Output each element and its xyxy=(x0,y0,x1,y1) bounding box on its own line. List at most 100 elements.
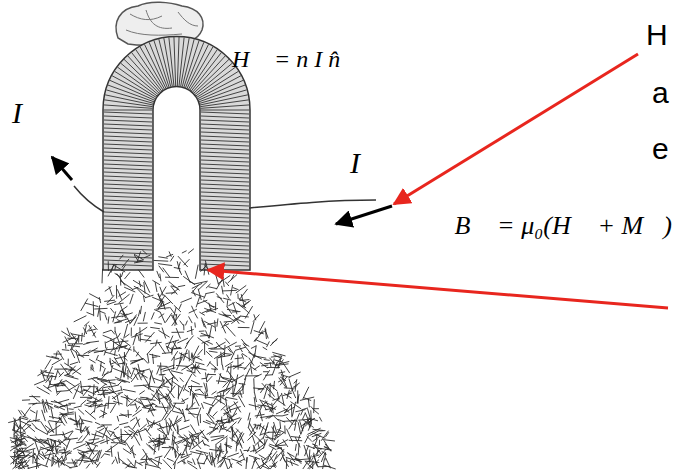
iron-filing xyxy=(22,399,30,400)
iron-filing xyxy=(204,453,211,465)
iron-filing xyxy=(162,352,172,354)
iron-filing xyxy=(78,409,84,415)
iron-filing xyxy=(272,398,280,400)
iron-filing xyxy=(89,359,95,363)
iron-filing xyxy=(99,297,101,303)
iron-filing xyxy=(303,419,314,427)
iron-filing xyxy=(207,322,216,324)
iron-filing xyxy=(100,440,109,444)
iron-filing xyxy=(74,423,84,425)
coil-core xyxy=(103,36,250,270)
iron-filing xyxy=(187,463,197,469)
iron-filing xyxy=(205,330,208,338)
coil-turn xyxy=(201,132,249,134)
iron-filing xyxy=(180,321,184,326)
coil-turn xyxy=(201,112,249,114)
iron-filing xyxy=(222,311,227,317)
iron-filing xyxy=(165,313,171,322)
iron-filing xyxy=(74,406,82,408)
iron-filing xyxy=(222,365,224,370)
iron-filing xyxy=(222,274,224,287)
iron-filing xyxy=(71,334,85,337)
iron-filing xyxy=(186,408,195,418)
iron-filing xyxy=(198,433,199,443)
iron-filing xyxy=(125,272,131,279)
iron-filing xyxy=(268,394,275,399)
iron-filing xyxy=(122,259,129,267)
coil-turn xyxy=(201,228,249,230)
coil-turn xyxy=(169,37,174,86)
iron-filing xyxy=(70,362,78,365)
iron-filing xyxy=(260,411,263,421)
iron-filing xyxy=(316,449,321,454)
iron-filing xyxy=(162,375,164,381)
iron-filing xyxy=(254,374,262,377)
iron-filing xyxy=(49,421,62,423)
iron-filing xyxy=(201,318,206,329)
iron-filing xyxy=(36,456,38,469)
iron-filing xyxy=(39,455,44,460)
coil-turn xyxy=(201,176,249,178)
iron-filing xyxy=(269,451,277,461)
iron-filing xyxy=(180,426,190,430)
iron-filing xyxy=(106,337,118,342)
iron-filing xyxy=(134,435,140,446)
iron-filing xyxy=(63,383,72,394)
iron-filing xyxy=(119,255,123,259)
iron-filing xyxy=(112,460,115,465)
iron-filing xyxy=(272,463,275,468)
iron-filing xyxy=(212,452,213,463)
iron-filing xyxy=(259,321,265,332)
iron-filing xyxy=(20,417,22,430)
iron-filing xyxy=(147,354,148,363)
iron-filing xyxy=(110,362,116,364)
coil-turn xyxy=(201,236,249,238)
iron-filing xyxy=(240,316,249,318)
iron-filing xyxy=(151,391,158,401)
iron-filing xyxy=(155,340,157,346)
iron-filing xyxy=(148,386,162,388)
iron-filing xyxy=(18,455,29,462)
iron-filing xyxy=(102,269,104,284)
iron-filing xyxy=(191,380,200,384)
iron-filing xyxy=(155,456,163,458)
iron-filing xyxy=(288,453,295,463)
iron-filing xyxy=(213,411,218,416)
iron-filing xyxy=(194,430,204,441)
iron-filing xyxy=(180,378,184,382)
iron-filing xyxy=(138,336,140,341)
coil-turn xyxy=(182,39,194,87)
iron-filing xyxy=(179,408,185,418)
iron-filing xyxy=(298,443,299,455)
coil-turn xyxy=(200,105,249,108)
iron-filing xyxy=(44,403,53,409)
iron-filing xyxy=(173,448,180,455)
iron-filing xyxy=(149,436,155,443)
iron-filing xyxy=(316,434,318,440)
iron-filing xyxy=(108,264,114,276)
iron-filing xyxy=(264,386,268,399)
iron-filing xyxy=(160,274,161,282)
iron-filing xyxy=(122,362,124,377)
iron-filing xyxy=(160,312,165,323)
iron-filing xyxy=(302,423,305,431)
iron-filing xyxy=(214,320,216,331)
iron-filing xyxy=(173,357,175,369)
iron-filing xyxy=(268,432,281,433)
iron-filing xyxy=(284,425,285,434)
iron-filing xyxy=(283,408,289,413)
iron-filing xyxy=(135,460,136,468)
iron-filing xyxy=(216,380,226,382)
iron-filing xyxy=(77,450,88,454)
iron-filing xyxy=(144,255,151,258)
iron-filing xyxy=(287,461,298,466)
iron-filing xyxy=(204,383,208,396)
iron-filing xyxy=(177,447,178,452)
iron-filing xyxy=(81,400,87,405)
iron-filing xyxy=(231,428,234,438)
iron-filing xyxy=(228,371,236,383)
iron-filing xyxy=(65,336,69,344)
iron-filing xyxy=(304,445,309,459)
iron-filing xyxy=(18,466,22,469)
iron-filing xyxy=(128,410,129,418)
